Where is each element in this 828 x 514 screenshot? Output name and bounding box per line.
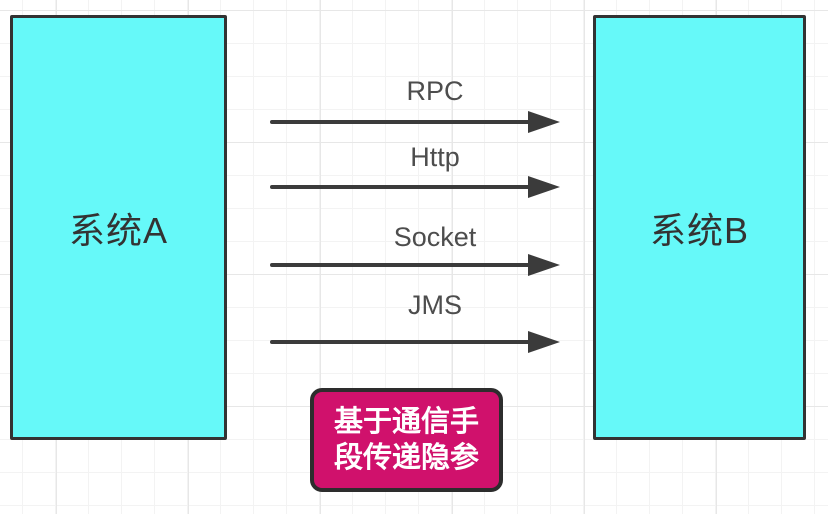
- arrow-jms: [270, 331, 560, 353]
- arrow-jms-shaft: [270, 340, 534, 344]
- arrow-socket: [270, 254, 560, 276]
- badge-text-line1: 基于通信手: [333, 406, 479, 438]
- badge-communication-note: 基于通信手 段传递隐参: [310, 388, 503, 492]
- arrow-jms-arrowhead-icon: [528, 331, 560, 353]
- arrow-rpc-shaft: [270, 120, 534, 124]
- arrow-label-http: Http: [410, 142, 460, 172]
- arrow-label-socket: Socket: [393, 222, 477, 252]
- badge-text-line2: 段传递隐参: [333, 442, 479, 474]
- arrow-socket-shaft: [270, 263, 534, 267]
- arrow-socket-arrowhead-icon: [528, 254, 560, 276]
- node-system-a-label: 系统A: [68, 209, 168, 251]
- node-system-b: 系统B: [593, 15, 806, 440]
- arrow-http: [270, 176, 560, 198]
- arrow-rpc: [270, 111, 560, 133]
- arrow-rpc-arrowhead-icon: [528, 111, 560, 133]
- arrow-label-rpc: RPC: [406, 76, 464, 106]
- node-system-a: 系统A: [10, 15, 227, 440]
- arrow-http-arrowhead-icon: [528, 176, 560, 198]
- arrow-label-jms: JMS: [408, 290, 462, 320]
- arrow-http-shaft: [270, 185, 534, 189]
- node-system-b-label: 系统B: [649, 209, 749, 251]
